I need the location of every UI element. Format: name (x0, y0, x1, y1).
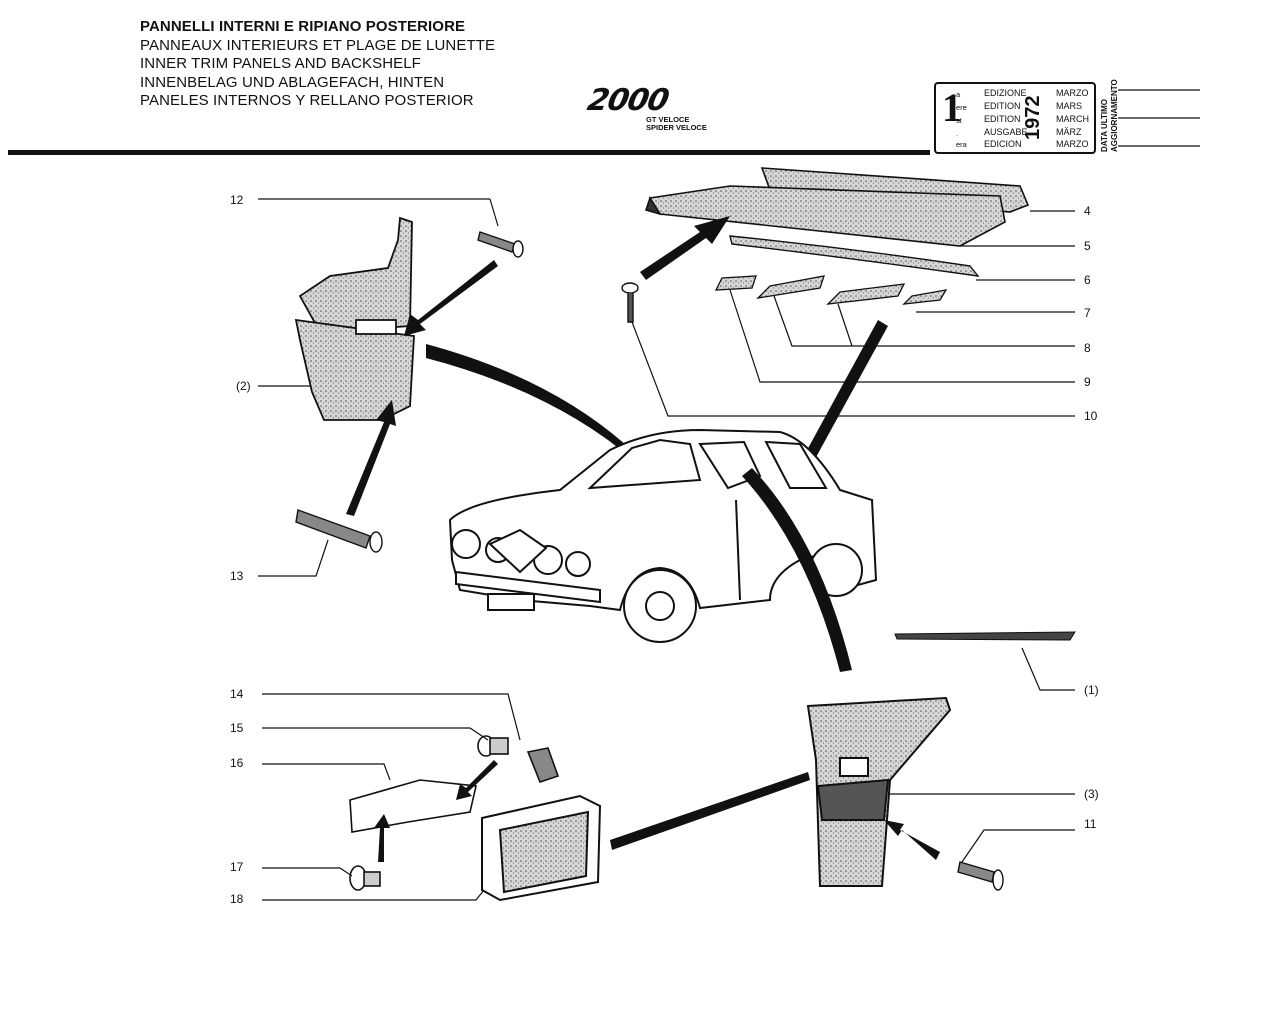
screw-part-12 (477, 231, 524, 258)
door-panel-part-3 (806, 696, 952, 887)
edition-word: EDITION (984, 101, 1021, 111)
edition-suffix: ere (956, 103, 967, 112)
callout-14: 14 (230, 687, 244, 701)
callout-17: 17 (230, 860, 244, 874)
callout-6: 6 (1084, 273, 1091, 287)
screw-part-13 (295, 509, 383, 553)
arrow-from-pads (788, 320, 888, 490)
edition-word: EDIZIONE (984, 88, 1027, 98)
logo-sub-gt: GT VELOCE (646, 115, 690, 124)
molding-part-1 (894, 631, 1076, 641)
leader-lines-left (258, 198, 521, 901)
leader-lines-right (631, 210, 1075, 863)
edition-suffix: . (956, 129, 959, 138)
screw-part-10 (621, 282, 639, 323)
edition-number: 1 (942, 85, 962, 130)
callout-9: 9 (1084, 375, 1091, 389)
title-french: PANNEAUX INTERIEURS ET PLAGE DE LUNETTE (140, 36, 496, 54)
edition-month: MARZO (1056, 88, 1089, 98)
arrow-to-bracket-left (374, 814, 390, 862)
edition-box: 1 a ere st . era EDIZIONE EDITION EDITIO… (934, 82, 1096, 154)
stud-part-15 (477, 735, 509, 757)
edition-suffix: era (956, 140, 967, 149)
update-lines (1118, 89, 1200, 147)
trim-strip-part-6 (729, 235, 980, 277)
arrow-to-pocket-top (404, 260, 498, 336)
arrow-to-shelf (640, 216, 730, 280)
arrow-to-door-panel (884, 820, 940, 860)
model-logo: 2000 GT VELOCE SPIDER VELOCE (584, 83, 718, 132)
arrow-car-to-door (742, 468, 852, 672)
edition-month: MÄRZ (1056, 127, 1082, 137)
car-illustration (448, 428, 878, 643)
edition-suffix: a (956, 90, 961, 99)
edition-month: MARCH (1056, 114, 1089, 124)
arrow-ashtray-to-door (610, 772, 810, 850)
header-titles: PANNELLI INTERNI E RIPIANO POSTERIORE PA… (140, 18, 495, 111)
callout-12: 12 (230, 193, 244, 207)
title-german: INNENBELAG UND ABLAGEFACH, HINTEN (140, 73, 445, 91)
callout-15: 15 (230, 721, 244, 735)
callout-11: 11 (1084, 817, 1097, 831)
rear-pocket-part-2 (294, 216, 415, 421)
logo-sub-spider: SPIDER VELOCE (646, 123, 707, 132)
callout-13: 13 (230, 569, 244, 583)
arrow-pocket-to-car (426, 344, 656, 476)
callout-16: 16 (230, 756, 244, 770)
clip-part-14 (526, 747, 560, 783)
edition-word: EDICION (984, 139, 1022, 149)
edition-word: EDITION (984, 114, 1021, 124)
callout-18: 18 (230, 892, 244, 906)
screw-part-11 (957, 861, 1004, 891)
arrow-to-pocket-bottom (346, 400, 396, 516)
edition-month: MARS (1056, 101, 1083, 111)
edition-month: MARZO (1056, 139, 1089, 149)
callout-3: (3) (1084, 787, 1099, 801)
callout-1: (1) (1084, 683, 1099, 697)
edition-suffix: st (956, 116, 962, 125)
screw-part-17 (349, 865, 381, 891)
callout-10: 10 (1084, 409, 1098, 423)
rear-shelf-part-4 (644, 167, 1030, 247)
edition-word: AUSGABE (984, 127, 1028, 137)
title-italian: PANNELLI INTERNI E RIPIANO POSTERIORE (140, 18, 466, 35)
title-spanish: PANELES INTERNOS Y RELLANO POSTERIOR (140, 92, 474, 110)
callout-2: (2) (236, 379, 251, 393)
callout-8: 8 (1084, 341, 1091, 355)
ashtray-part-18 (481, 794, 602, 902)
callout-4: 4 (1084, 204, 1091, 218)
bracket-part-16 (349, 779, 477, 833)
callout-7: 7 (1084, 306, 1091, 320)
pads-part-7-8-9 (714, 275, 948, 305)
arrow-to-bracket-right (456, 760, 498, 800)
title-english: INNER TRIM PANELS AND BACKSHELF (140, 55, 421, 73)
callout-5: 5 (1084, 239, 1091, 253)
header-rule (8, 150, 930, 155)
